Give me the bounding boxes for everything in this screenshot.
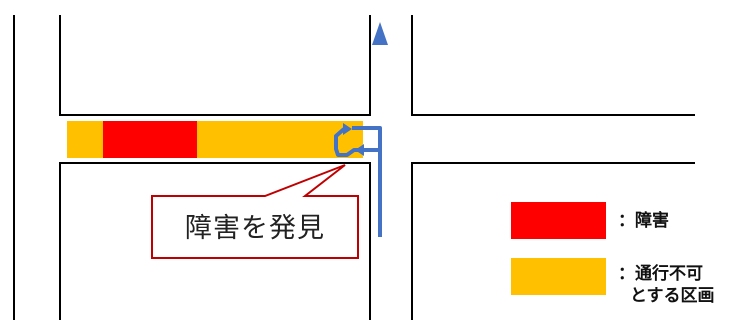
u-turn-arrowhead <box>343 123 352 135</box>
top-right-block-edge <box>411 15 695 116</box>
bottom-right-block-edge <box>411 162 695 320</box>
road-edges <box>13 15 695 320</box>
obstacle-section <box>103 121 197 158</box>
upward-route-line <box>352 126 382 237</box>
legend-impassable-line1: ：通行不可 <box>618 264 703 284</box>
top-left-block-edge <box>59 15 371 116</box>
legend-impassable-swatch <box>511 258 606 295</box>
legend-impassable-label: ：通行不可 とする区画 <box>618 263 715 307</box>
legend-obstacle-swatch <box>511 202 606 239</box>
callout-box <box>151 164 359 259</box>
legend-impassable-line2: とする区画 <box>630 286 715 306</box>
incoming-arrowhead <box>355 144 364 156</box>
upward-arrowhead <box>372 22 388 45</box>
callout-label: 障害を発見 <box>185 212 325 244</box>
legend-obstacle-label: ：障害 <box>618 211 669 231</box>
bottom-left-block-edge <box>59 162 371 320</box>
u-turn-route-line <box>334 127 380 157</box>
route-arrows <box>334 22 388 237</box>
